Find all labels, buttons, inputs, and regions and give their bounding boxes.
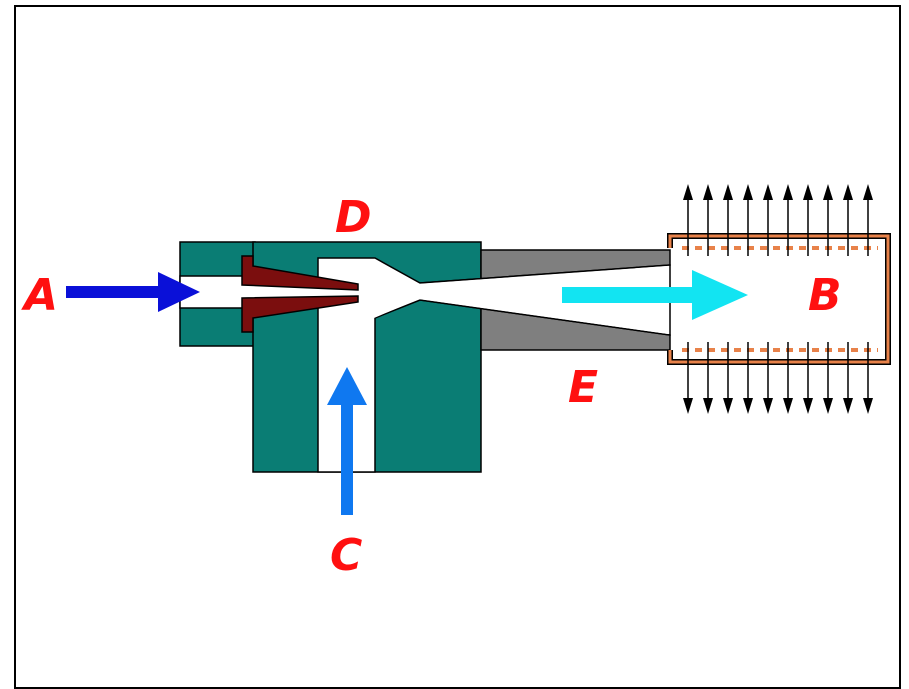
heat-arrow-up <box>683 184 693 256</box>
passage-fill-3 <box>322 260 668 334</box>
heat-arrow-down <box>803 342 813 414</box>
heat-arrow-up <box>843 184 853 256</box>
heat-arrow-down <box>723 342 733 414</box>
label-b: B <box>808 270 842 321</box>
heat-arrows-down <box>683 342 873 414</box>
label-d: D <box>335 192 372 243</box>
nozzle-lower <box>241 295 359 333</box>
heat-arrow-down <box>683 342 693 414</box>
heat-arrow-down <box>783 342 793 414</box>
heat-arrow-up <box>703 184 713 256</box>
nozzle-upper <box>241 255 359 291</box>
heat-arrow-up <box>823 184 833 256</box>
heat-arrow-down <box>763 342 773 414</box>
jacket <box>667 233 891 365</box>
arrow-c <box>327 367 367 515</box>
ejector-diagram: A B C D E <box>21 184 891 581</box>
label-a: A <box>21 270 58 321</box>
heat-arrow-up <box>783 184 793 256</box>
heat-arrows-up <box>683 184 873 256</box>
label-e: E <box>568 362 598 413</box>
heat-arrow-up <box>763 184 773 256</box>
heat-arrow-up <box>803 184 813 256</box>
heat-arrow-up <box>723 184 733 256</box>
heat-arrow-down <box>703 342 713 414</box>
label-c: C <box>330 530 362 581</box>
motive-nozzle <box>241 255 359 333</box>
heat-arrow-down <box>863 342 873 414</box>
diagram-page: A B C D E <box>14 5 901 689</box>
heat-arrow-up <box>743 184 753 256</box>
heat-arrow-down <box>823 342 833 414</box>
arrow-b <box>562 270 748 320</box>
heat-arrow-up <box>863 184 873 256</box>
heat-arrow-down <box>743 342 753 414</box>
arrow-a <box>66 272 200 312</box>
heat-arrow-down <box>843 342 853 414</box>
